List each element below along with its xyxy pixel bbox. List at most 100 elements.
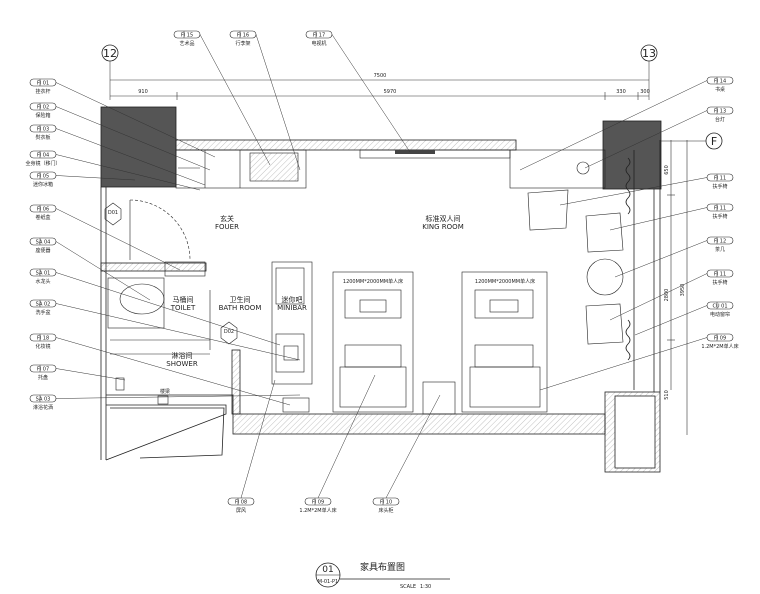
tag-label: 水龙头 bbox=[35, 278, 50, 285]
toilet bbox=[107, 261, 210, 341]
desk-lamp bbox=[576, 161, 590, 175]
tag-label: 迷你冰箱 bbox=[33, 181, 53, 188]
leader-line bbox=[584, 110, 708, 169]
tag-label: 熨衣板 bbox=[35, 134, 50, 141]
tag-code: FI 02 bbox=[37, 104, 49, 110]
tag-code: FI 05 bbox=[37, 173, 49, 179]
minibar bbox=[271, 261, 313, 385]
shower bbox=[110, 353, 310, 413]
grid-axis-13: 13 bbox=[640, 44, 658, 100]
leader-line bbox=[55, 154, 201, 191]
tag-label: 电视机 bbox=[311, 40, 326, 47]
tag-code: FI 13 bbox=[714, 108, 726, 114]
tag-label: 托盘 bbox=[38, 374, 48, 381]
tag-code: FI 17 bbox=[313, 32, 325, 38]
leader-line bbox=[539, 337, 708, 391]
tag-label: 台灯 bbox=[715, 116, 725, 123]
dimension-vertical-d: 510 bbox=[664, 390, 670, 400]
leader-line bbox=[609, 273, 708, 321]
nightstand bbox=[422, 381, 456, 415]
leader-line bbox=[614, 240, 708, 278]
tag-label: 扶手椅 bbox=[712, 279, 727, 286]
tag-label: 全身镜（移门） bbox=[25, 160, 60, 167]
title-number: 01 bbox=[322, 565, 333, 575]
structural-column-left bbox=[100, 106, 177, 188]
leader-lines bbox=[55, 34, 708, 499]
tag-code: FI 09 bbox=[714, 335, 726, 341]
leader-line bbox=[255, 34, 301, 171]
tag-code: FI 15 bbox=[181, 32, 193, 38]
tag-code: FI 12 bbox=[714, 238, 726, 244]
scale-label: SCALE bbox=[400, 584, 416, 590]
grid-axis-12: 12 bbox=[101, 44, 119, 100]
grid-axis-label: 12 bbox=[103, 47, 117, 60]
bed-right bbox=[461, 271, 548, 413]
tag-left-4: FI 05 迷你冰箱 bbox=[29, 171, 57, 188]
room-shower-en: SHOWER bbox=[166, 360, 198, 368]
leader-line bbox=[55, 128, 206, 186]
tag-right-7: FI 09 1.2M*2M单人床 bbox=[701, 333, 739, 350]
dimension-right-b: 300 bbox=[640, 89, 650, 95]
tag-code: FI 01 bbox=[37, 80, 49, 86]
tag-code: FI 04 bbox=[37, 152, 49, 158]
tag-label: 1.2M*2M单人床 bbox=[701, 343, 738, 350]
tag-left-10: FI 07 托盘 bbox=[29, 364, 57, 381]
leader-line bbox=[55, 368, 126, 381]
title-sub: M-01-P1 bbox=[318, 579, 338, 585]
door-tag-d02: D02 bbox=[220, 321, 238, 345]
tv bbox=[395, 150, 435, 154]
curtain bbox=[625, 150, 635, 390]
tag-label: 书桌 bbox=[715, 86, 725, 93]
tag-label: 茶几 bbox=[715, 246, 725, 253]
leader-line bbox=[317, 374, 376, 499]
dimension-inner: 5970 bbox=[384, 89, 397, 95]
grid-axis-label: F bbox=[711, 135, 717, 148]
room-king-en: KING ROOM bbox=[422, 223, 463, 231]
leader-line bbox=[55, 106, 211, 171]
wardrobe bbox=[175, 149, 307, 189]
walls bbox=[100, 139, 661, 473]
tag-label: 扶手椅 bbox=[712, 183, 727, 190]
tag-label: 艺术品 bbox=[179, 40, 194, 47]
tag-label: 屏风 bbox=[236, 508, 246, 514]
dimension-vertical-b: 2800 bbox=[664, 289, 670, 302]
tag-right-4: FI 12 茶几 bbox=[706, 236, 734, 253]
svg-text:D01: D01 bbox=[108, 210, 118, 216]
tag-left-2: FI 03 熨衣板 bbox=[29, 124, 57, 141]
bed-left-label: 1200MM*2000MM单人床 bbox=[343, 278, 403, 285]
tag-label: 1.2M*2M单人床 bbox=[299, 507, 336, 514]
entry-door bbox=[129, 199, 191, 261]
tag-code: FI 03 bbox=[37, 126, 49, 132]
tag-label: 卷纸盒 bbox=[35, 214, 50, 221]
coffee-table bbox=[586, 258, 624, 296]
leader-line bbox=[519, 80, 708, 171]
tag-code: FI 06 bbox=[37, 206, 49, 212]
door-tag-d01: D01 bbox=[104, 202, 122, 226]
tag-label: 座便器 bbox=[35, 247, 50, 254]
tag-code: FI 16 bbox=[237, 32, 249, 38]
leader-line bbox=[634, 305, 708, 336]
dimension-vertical-a: 650 bbox=[664, 165, 670, 175]
tag-code: FI 10 bbox=[380, 499, 392, 505]
room-king-cn: 标准双人间 bbox=[426, 214, 461, 223]
leader-line bbox=[55, 272, 281, 346]
tag-code: FI 07 bbox=[37, 366, 49, 372]
dimension-vertical-c: 3950 bbox=[680, 284, 686, 297]
tag-top-2: FI 17 电视机 bbox=[305, 30, 333, 47]
leader-line bbox=[609, 207, 708, 231]
leader-line bbox=[240, 379, 276, 499]
leader-line bbox=[55, 208, 181, 271]
tag-code: FI 08 bbox=[235, 499, 247, 505]
tag-label: 行李架 bbox=[235, 40, 250, 47]
room-foyer-cn: 玄关 bbox=[220, 214, 234, 223]
grid-axis-f: F bbox=[660, 132, 723, 150]
